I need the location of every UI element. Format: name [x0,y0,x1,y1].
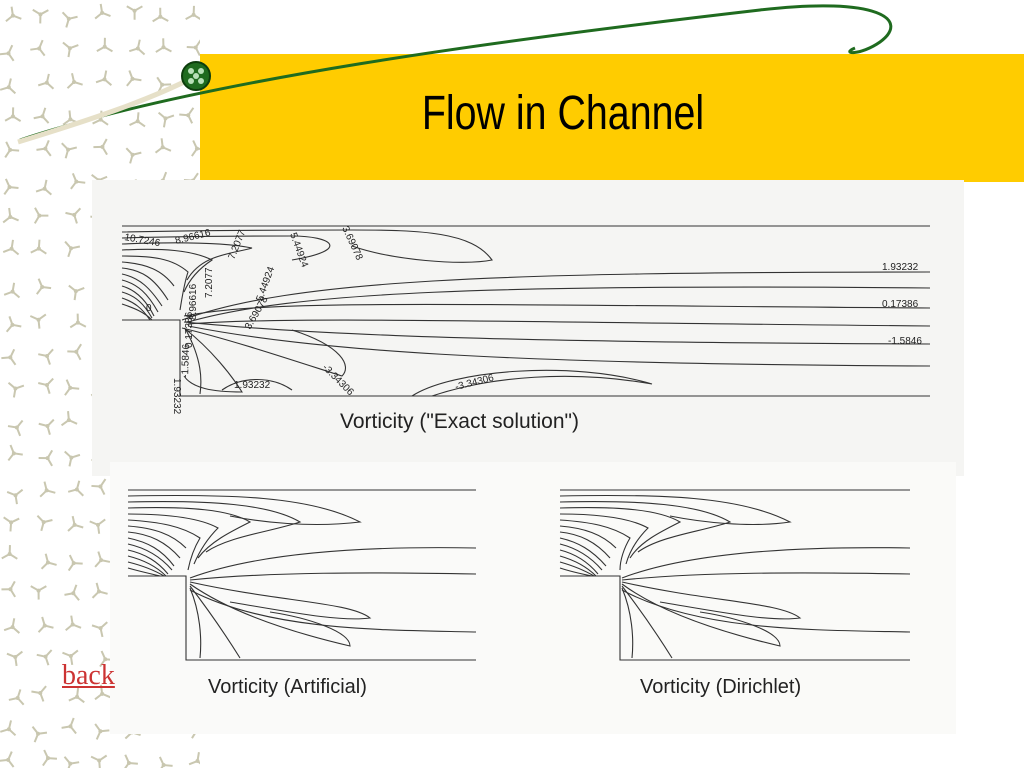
contour-label: -3.34306 [320,362,356,398]
contour-label: -1.5846 [888,336,922,347]
contour-label: 0 [146,303,152,314]
contour-label: 8.96616 [188,283,199,320]
caption-artificial: Vorticity (Artificial) [208,676,367,698]
contour-label: 1.93232 [882,262,919,273]
figure-artificial: Vorticity (Artificial) [110,462,520,734]
contour-label: 7.2077 [204,267,215,298]
back-link[interactable]: back [62,660,115,691]
figure-dirichlet: Vorticity (Dirichlet) [520,462,956,734]
contour-plot-dirichlet [559,489,911,661]
contour-label: 0.17386 [882,299,919,310]
contour-label: -1.5846 [180,343,192,378]
contour-plot-artificial [127,489,477,661]
page-title: Flow in Channel [421,87,705,140]
contour-label: 0.17386 [184,311,195,348]
contour-label: 10.7246 [123,232,161,249]
caption-exact-solution: Vorticity ("Exact solution") [340,410,579,433]
contour-label: 1.93232 [234,380,271,391]
contour-label: 1.93232 [171,378,182,415]
caption-dirichlet: Vorticity (Dirichlet) [640,676,802,698]
